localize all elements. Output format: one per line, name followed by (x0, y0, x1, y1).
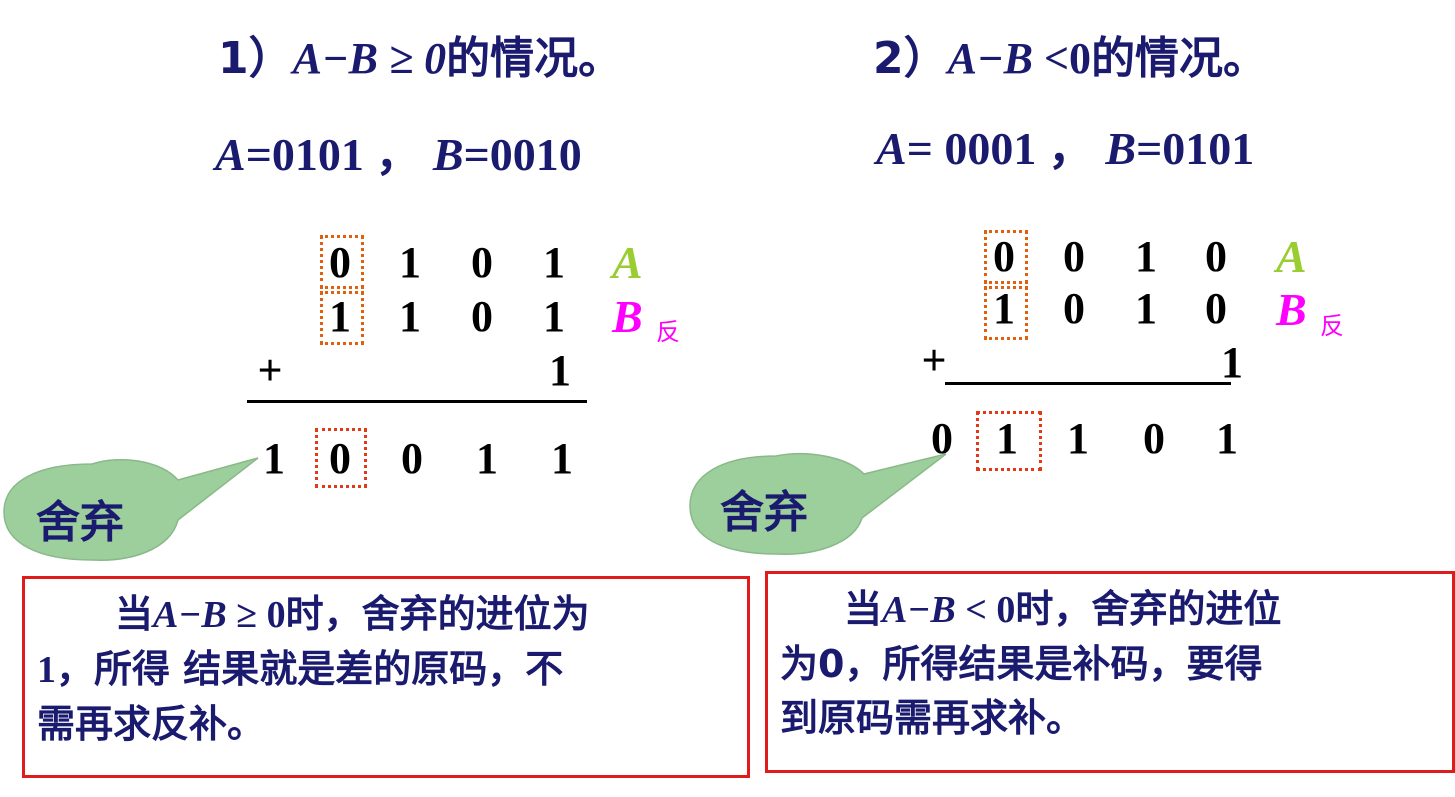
case1-note-dang: 当 (115, 592, 154, 636)
case2-val-a: = 0001 ， (906, 123, 1094, 174)
case2-result-digit: 0 (1143, 414, 1165, 463)
case2-row-a-digit: 1 (1135, 232, 1157, 281)
case2-note-expr: A−B (882, 589, 956, 631)
case1-bubble-shape (3, 457, 259, 561)
case1-note-cmp: ≥ 0 (226, 594, 286, 636)
case1-row-b-digit: 1 (329, 292, 351, 341)
case2-note-cmp: < 0 (955, 589, 1016, 631)
case2-note-text-1: 时，舍弃的进位 (1015, 587, 1282, 631)
case2-label-b: B (1276, 284, 1307, 335)
case2-note-dang: 当 (844, 587, 883, 631)
case2-result-digit: 1 (1216, 414, 1238, 463)
case1-row-a-digit: 0 (471, 238, 493, 287)
case1-var-a: A (215, 129, 246, 180)
case1-label-b: B (612, 291, 643, 342)
case2-note-line-3: 到原码需再求补。 (780, 696, 1085, 740)
case1-label-a: A (612, 237, 643, 288)
case1-note-num: 1 (37, 649, 56, 691)
case1-note-line-3: 需再求反补。 (37, 702, 266, 746)
case2-label-a: A (1276, 231, 1307, 282)
case1-result-digit: 1 (476, 434, 498, 483)
case2-discard-label: 舍弃 (720, 487, 808, 538)
case1-row-b-digit: 0 (471, 292, 493, 341)
case2-discard-bubble (689, 453, 947, 555)
case2-sign-box-a (984, 230, 1028, 284)
case2-result-box (976, 411, 1042, 471)
case2-row-b-digit: 0 (1205, 284, 1227, 333)
case2-row-b-digit: 0 (1063, 284, 1085, 333)
case1-note-expr: A−B (153, 594, 227, 636)
case1-note-text-2: ，所得 结果就是差的原码，不 (56, 647, 564, 691)
case1-row-a-digit: 1 (543, 238, 565, 287)
case2-var-b: B (1105, 123, 1137, 174)
case1-val-a: =0101 ， (245, 129, 422, 180)
case1-row-b-digit: 1 (543, 292, 565, 341)
case1-row-a-digit: 1 (399, 238, 421, 287)
case1-var-b: B (432, 129, 464, 180)
case2-add-one: 1 (1221, 338, 1243, 387)
case2-title-cmp: <0 (1032, 34, 1092, 83)
case1-title: 1）A−B ≥ 0的情况。 (218, 22, 622, 86)
case1-result-digit: 0 (401, 434, 423, 483)
case2-row-a-digit: 0 (993, 232, 1015, 281)
case1-sign-box-a (320, 235, 364, 289)
case1-note-line-2: 1，所得 结果就是差的原码，不 (37, 642, 737, 697)
case2-row-a-digit: 0 (1205, 232, 1227, 281)
case2-var-a: A (876, 123, 907, 174)
case1-sum-line (247, 400, 587, 403)
case1-result-digit: 1 (263, 434, 285, 483)
case2-note-line-2: 为0，所得结果是补码，要得 (780, 642, 1263, 686)
case1-plus-sign: + (257, 346, 283, 395)
case2-result-digit: 0 (931, 414, 953, 463)
case2-row-a-digit: 0 (1063, 232, 1085, 281)
case2-row-b-digit: 1 (1135, 284, 1157, 333)
case2-title: 2）A−B <0的情况。 (873, 22, 1267, 86)
case2-label-b-sub: 反 (1320, 312, 1344, 340)
case1-title-suffix: 的情况。 (446, 33, 623, 84)
case1-note-text-1: 时，舍弃的进位为 (285, 592, 590, 636)
case2-row-b-digit: 1 (993, 284, 1015, 333)
case1-result-digit: 1 (551, 434, 573, 483)
case1-row-b-digit: 1 (399, 292, 421, 341)
case2-title-suffix: 的情况。 (1091, 33, 1268, 84)
case1-assignment: A=0101 ， B=0010 (215, 118, 582, 184)
case1-val-b: =0010 (463, 129, 582, 180)
case2-result-digit: 1 (996, 414, 1018, 463)
case2-sign-box-b (984, 286, 1028, 340)
case2-note-line-1: 当A−B < 0时，舍弃的进位 (780, 582, 1442, 637)
case1-result-box (315, 428, 367, 488)
case1-sign-box-b (320, 291, 364, 345)
case2-val-b: =0101 (1136, 123, 1255, 174)
case2-bubble-shape (689, 453, 947, 555)
case1-title-expr: A−B ≥ 0 (292, 34, 447, 83)
case2-note-box: 当A−B < 0时，舍弃的进位 为0，所得结果是补码，要得 到原码需再求补。 (765, 571, 1455, 773)
case2-plus-sign: + (921, 336, 947, 385)
case1-note-line-1: 当A−B ≥ 0时，舍弃的进位为 (37, 587, 737, 642)
case2-title-expr: A−B (947, 34, 1033, 83)
case1-label-b-sub: 反 (656, 318, 680, 346)
case2-result-digit: 1 (1067, 414, 1089, 463)
case1-note-box: 当A−B ≥ 0时，舍弃的进位为 1，所得 结果就是差的原码，不 需再求反补。 (22, 576, 750, 778)
case1-discard-bubble (3, 457, 259, 561)
case2-sum-line (945, 382, 1231, 385)
case1-row-a-digit: 0 (329, 238, 351, 287)
case1-add-one: 1 (549, 346, 571, 395)
case1-result-digit: 0 (329, 434, 351, 483)
case2-assignment: A= 0001 ， B=0101 (876, 112, 1254, 178)
case1-discard-label: 舍弃 (36, 497, 124, 548)
case2-title-prefix: 2） (873, 33, 948, 84)
case1-title-prefix: 1） (218, 33, 293, 84)
